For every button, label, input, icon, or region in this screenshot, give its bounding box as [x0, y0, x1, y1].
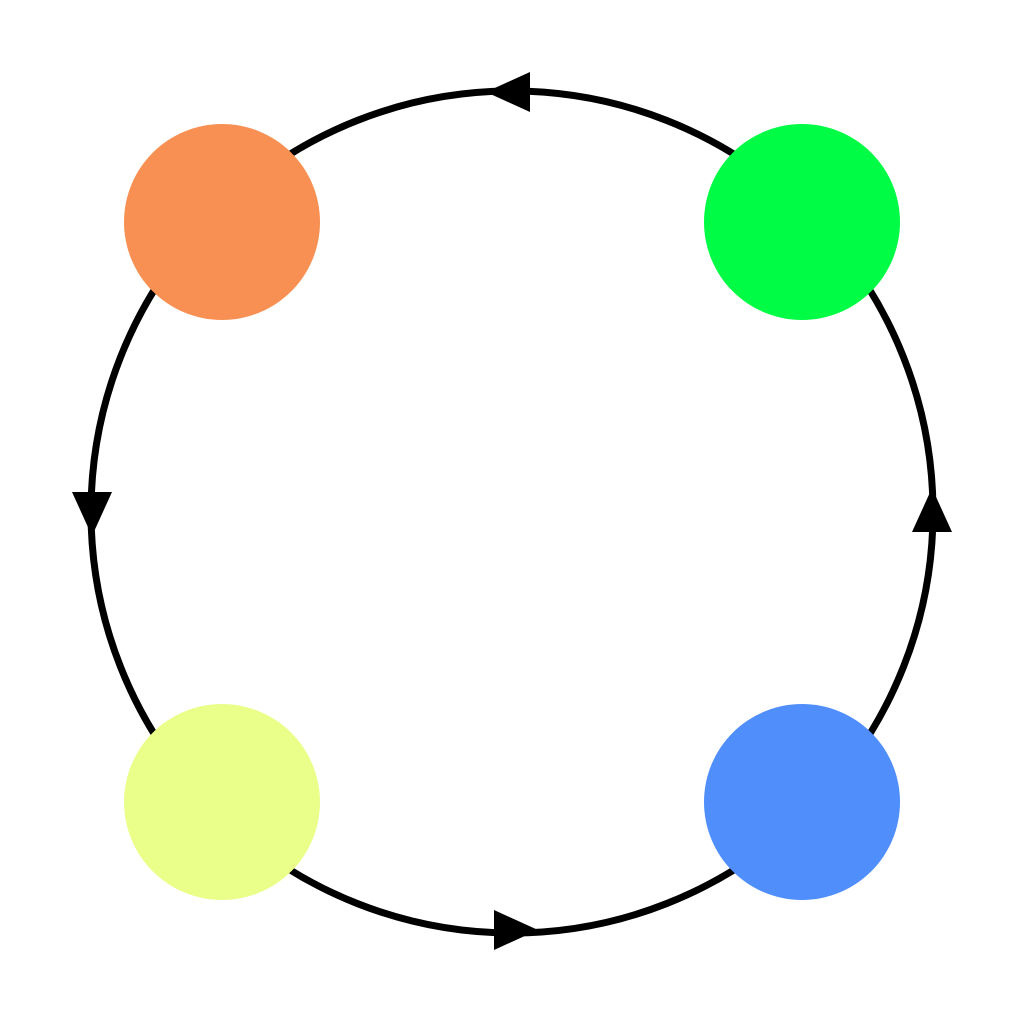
arrowhead-bottom-left-to-bottom-right — [494, 910, 538, 950]
arrowhead-top-left-to-bottom-left — [72, 492, 112, 536]
node-layer — [124, 124, 900, 900]
node-bottom-left — [124, 704, 320, 900]
arrow-layer — [72, 72, 952, 950]
node-top-left — [124, 124, 320, 320]
node-top-right — [704, 124, 900, 320]
node-bottom-right — [704, 704, 900, 900]
arrowhead-bottom-right-to-top-right — [912, 488, 952, 532]
arrowhead-top-right-to-top-left — [486, 72, 530, 112]
